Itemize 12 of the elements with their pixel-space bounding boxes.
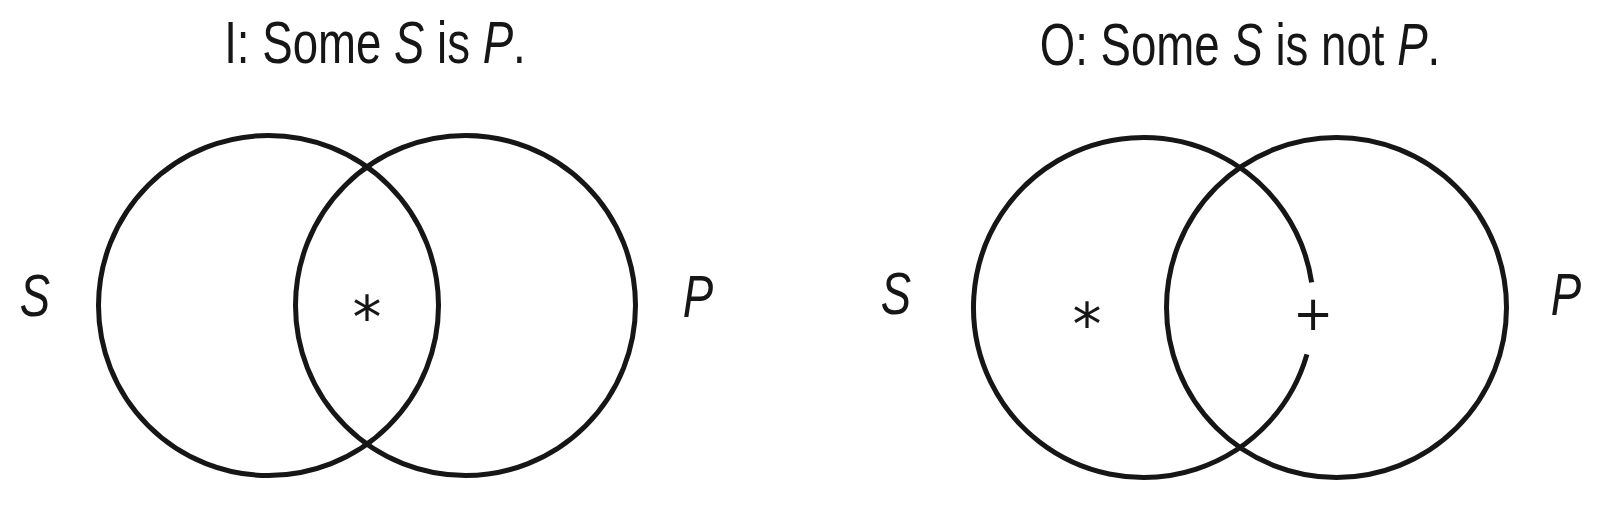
set-label: S xyxy=(19,272,51,320)
set-label: P xyxy=(1550,271,1582,319)
venn-circle xyxy=(292,132,638,478)
plus-mark: + xyxy=(1297,299,1329,333)
diagram-heading: O: Some S is not P. xyxy=(1039,21,1441,69)
venn-circle xyxy=(95,132,441,478)
set-label: S xyxy=(880,270,912,318)
diagram-heading: I: Some S is P. xyxy=(224,19,526,67)
set-label: P xyxy=(682,273,714,321)
asterisk-mark: * xyxy=(351,290,383,324)
asterisk-mark: * xyxy=(1071,297,1103,331)
venn-circle xyxy=(1163,134,1509,480)
